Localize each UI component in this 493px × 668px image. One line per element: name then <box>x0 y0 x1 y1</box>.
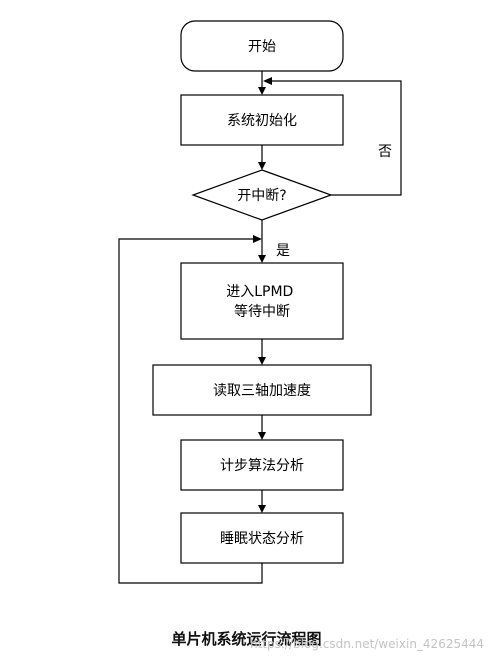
arrowhead <box>258 505 266 513</box>
init-node-label: 系统初始化 <box>227 112 297 129</box>
arrowhead <box>258 255 266 263</box>
start-node-label: 开始 <box>248 39 276 55</box>
connector-main-loop <box>118 238 263 584</box>
connector-no-loop <box>270 80 402 196</box>
arrowhead <box>258 162 266 170</box>
yes-label: 是 <box>276 243 290 259</box>
step-algo-label: 计步算法分析 <box>220 458 304 474</box>
lpmd-node <box>180 262 344 340</box>
lpmd-line-1: 进入LPMD <box>226 284 293 300</box>
decision-node-label: 开中断? <box>237 188 286 204</box>
step-algo-node <box>180 439 344 491</box>
arrowhead <box>258 432 266 440</box>
lpmd-node-label: 进入LPMD 等待中断 <box>226 284 298 320</box>
arrowhead <box>258 357 266 365</box>
arrowhead <box>253 235 262 243</box>
lpmd-line-2: 等待中断 <box>234 303 290 320</box>
init-node <box>180 94 344 146</box>
arrowhead <box>258 87 266 95</box>
read-accel-node <box>152 364 372 416</box>
sleep-analysis-node <box>180 512 344 564</box>
watermark: https://blog.csdn.net/weixin_42625444 <box>249 637 484 651</box>
sleep-analysis-label: 睡眠状态分析 <box>220 531 304 547</box>
read-accel-label: 读取三轴加速度 <box>213 382 311 399</box>
arrowhead <box>263 77 272 85</box>
diagram-caption: 单片机系统运行流程图 <box>171 630 322 648</box>
no-label: 否 <box>378 144 392 160</box>
